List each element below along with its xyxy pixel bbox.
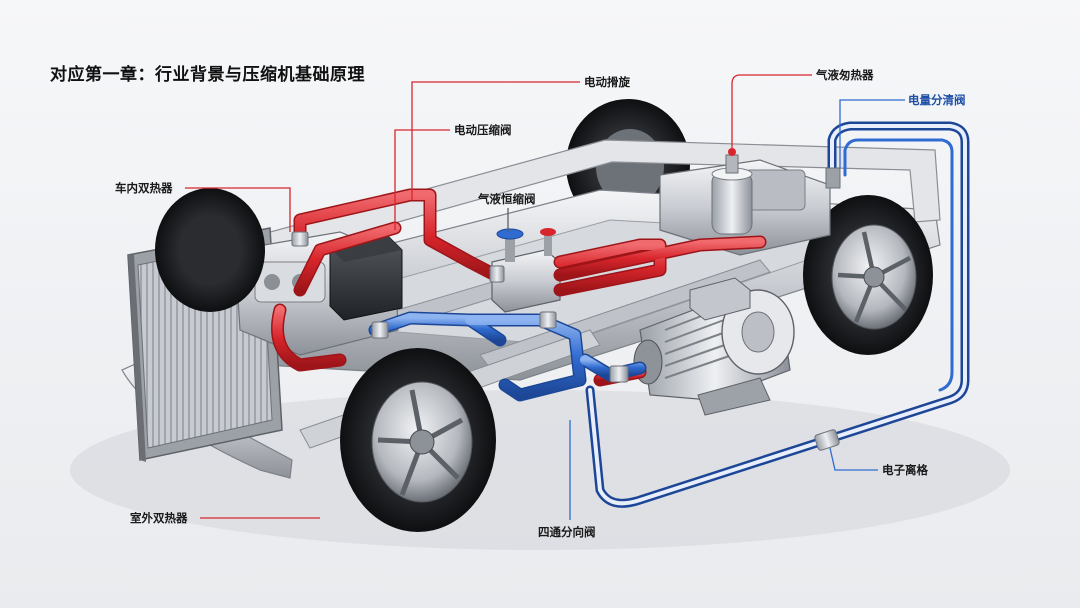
label-cabin-heat-exchanger: 车内双热器 [115, 181, 173, 195]
leader-electric-compressor [394, 129, 450, 230]
front-left-wheel [340, 348, 496, 532]
leader-distribution-valve [839, 99, 905, 168]
leader-gas-liquid-heater [731, 74, 812, 148]
front-right-wheel [155, 188, 265, 312]
rear-right-wheel [803, 195, 933, 355]
electric-compressor-motor [633, 277, 795, 416]
label-electric-compressor: 电动压缩阀 [454, 123, 512, 137]
pipe-fittings [291, 231, 629, 383]
label-electric-winding: 电动搰旋 [584, 75, 630, 89]
leader-electronic-separator [829, 447, 878, 471]
leader-lines [185, 74, 905, 520]
leader-electric-winding [411, 81, 580, 200]
leader-cabin-heat-exchanger [185, 187, 291, 232]
gas-liquid-heater-tank [711, 148, 753, 235]
label-four-way-valve: 四通分向阀 [538, 525, 596, 539]
label-electric-distribution-valve: 电量分清阀 [908, 93, 966, 107]
label-outdoor-heat-exchanger: 室外双热器 [130, 511, 188, 525]
label-gas-liquid-heater: 气液匆热器 [816, 68, 874, 82]
electronic-separator-loop [585, 121, 970, 508]
page-title: 对应第一章：行业背景与压缩机基础原理 [50, 65, 365, 85]
cold-refrigerant-pipes [368, 311, 647, 402]
label-gas-liquid-valve: 气液恒缩阀 [478, 192, 536, 206]
gas-liquid-valve-body [491, 228, 561, 313]
label-electronic-separator: 电子离格 [882, 463, 928, 477]
